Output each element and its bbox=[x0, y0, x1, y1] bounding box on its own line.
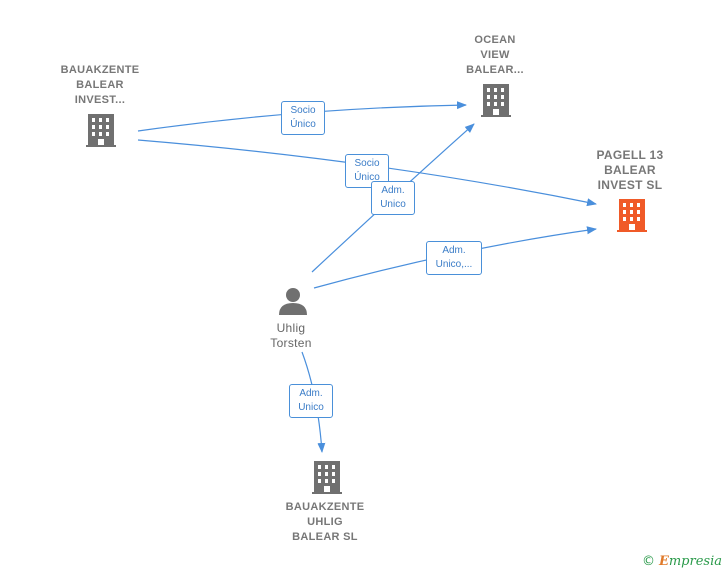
building-icon[interactable] bbox=[86, 114, 116, 147]
copyright-icon: © bbox=[641, 554, 655, 569]
edge-label-adm-unico: Adm. Unico bbox=[371, 181, 415, 215]
building-icon[interactable] bbox=[481, 84, 511, 117]
building-icon-highlight[interactable] bbox=[617, 199, 647, 232]
edge-label-adm-unico: Adm. Unico,... bbox=[426, 241, 482, 275]
building-icon[interactable] bbox=[312, 461, 342, 494]
person-icon[interactable] bbox=[279, 288, 307, 315]
edge-label-socio-unico: Socio Único bbox=[281, 101, 325, 135]
brand-name: mpresia bbox=[668, 554, 722, 569]
node-label-bauakzente-uhlig-balear[interactable]: BAUAKZENTE UHLIG BALEAR SL bbox=[285, 501, 365, 543]
edge-label-adm-unico: Adm. Unico bbox=[289, 384, 333, 418]
node-label-ocean-view-balear[interactable]: OCEAN VIEW BALEAR... bbox=[466, 34, 524, 76]
footer-brand: ©Empresia bbox=[642, 554, 722, 569]
node-label-bauakzente-balear-invest[interactable]: BAUAKZENTE BALEAR INVEST... bbox=[60, 64, 140, 106]
node-label-uhlig-torsten[interactable]: Uhlig Torsten bbox=[270, 321, 312, 350]
brand-initial: E bbox=[658, 554, 669, 569]
node-label-pagell-13-balear-invest[interactable]: PAGELL 13 BALEAR INVEST SL bbox=[596, 148, 664, 192]
